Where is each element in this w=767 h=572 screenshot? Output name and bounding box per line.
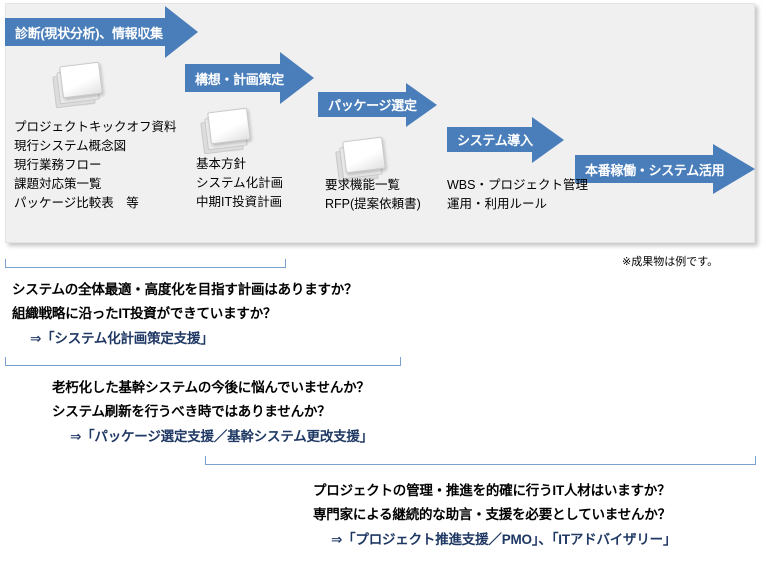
scope-bracket-2 xyxy=(5,357,401,366)
panel-footnote: ※成果物は例です。 xyxy=(622,256,719,268)
question-line: システム刷新を行うべき時ではありませんか？ xyxy=(52,404,331,419)
deliverable-item: 課題対応策一覧 xyxy=(14,177,102,191)
question-block-3: プロジェクトの管理・推進を的確に行うIT人材はいますか？ 専門家による継続的な助… xyxy=(313,479,676,553)
arrow-head-icon xyxy=(280,52,314,104)
deliverable-item: 運用・利用ルール xyxy=(447,197,548,211)
phase-arrow-5: 本番稼働・システム活用 xyxy=(575,144,755,194)
question-answer: ⇒「プロジェクト推進支援／PMO」、「ITアドバイザリー」 xyxy=(331,532,677,547)
question-block-1: システムの全体最適・高度化を目指す計画はありますか？ 組織戦略に沿ったIT投資が… xyxy=(12,278,358,352)
arrow-head-icon xyxy=(532,116,564,163)
deliverable-item: システム化計画 xyxy=(196,176,284,190)
scope-bracket-1 xyxy=(5,259,286,268)
document-stack-icon xyxy=(50,58,104,109)
document-stack-icon xyxy=(333,133,387,184)
phase-arrow-2-label: 構想・計画策定 xyxy=(195,71,284,87)
deliverables-phase-3: 要求機能一覧 RFP(提案依頼書) xyxy=(325,176,421,214)
deliverable-item: 要求機能一覧 xyxy=(325,178,401,192)
phase-arrow-4-label: システム導入 xyxy=(457,133,533,148)
doc-sheet-front xyxy=(59,61,103,99)
phase-arrow-1-label: 診断(現状分析)、情報収集 xyxy=(15,25,163,41)
question-answer: ⇒「パッケージ選定支援／基幹システム更改支援」 xyxy=(70,429,374,444)
deliverables-phase-1: プロジェクトキックオフ資料 現行システム概念図 現行業務フロー 課題対応策一覧 … xyxy=(14,118,177,213)
scope-bracket-3 xyxy=(205,456,756,465)
deliverable-item: パッケージ比較表 等 xyxy=(14,196,139,210)
phase-arrow-5-label: 本番稼働・システム活用 xyxy=(585,162,725,178)
arrow-head-icon xyxy=(713,144,755,194)
doc-sheet-front xyxy=(207,107,251,145)
deliverable-item: 中期IT投資計画 xyxy=(196,195,283,209)
deliverable-item: RFP(提案依頼書) xyxy=(325,197,421,211)
phase-arrow-3: パッケージ選定 xyxy=(318,82,437,127)
deliverable-item: WBS・プロジェクト管理 xyxy=(447,178,588,192)
phase-arrow-1: 診断(現状分析)、情報収集 xyxy=(5,6,198,58)
doc-sheet-front xyxy=(342,136,386,174)
document-stack-icon xyxy=(198,104,252,155)
phase-arrow-2: 構想・計画策定 xyxy=(185,52,314,104)
phase-arrow-3-label: パッケージ選定 xyxy=(328,98,417,113)
phase-arrow-4: システム導入 xyxy=(447,116,564,163)
question-line: 組織戦略に沿ったIT投資ができていますか？ xyxy=(12,306,277,321)
deliverable-item: 基本方針 xyxy=(196,157,247,171)
deliverables-phase-2: 基本方針 システム化計画 中期IT投資計画 xyxy=(196,155,283,212)
question-answer: ⇒「システム化計画策定支援」 xyxy=(30,331,214,346)
question-line: システムの全体最適・高度化を目指す計画はありますか？ xyxy=(12,282,358,297)
arrow-head-icon xyxy=(165,6,198,58)
deliverable-item: 現行業務フロー xyxy=(14,158,102,172)
deliverable-item: プロジェクトキックオフ資料 xyxy=(14,120,177,134)
deliverables-phase-4: WBS・プロジェクト管理 運用・利用ルール xyxy=(447,176,588,214)
question-line: 専門家による継続的な助言・支援を必要としていませんか？ xyxy=(313,507,671,522)
question-line: プロジェクトの管理・推進を的確に行うIT人材はいますか？ xyxy=(313,483,671,498)
deliverable-item: 現行システム概念図 xyxy=(14,139,127,153)
question-block-2: 老朽化した基幹システムの今後に悩んでいませんか？ システム刷新を行うべき時ではあ… xyxy=(52,376,373,450)
question-line: 老朽化した基幹システムの今後に悩んでいませんか？ xyxy=(52,380,370,395)
arrow-head-icon xyxy=(406,82,437,127)
